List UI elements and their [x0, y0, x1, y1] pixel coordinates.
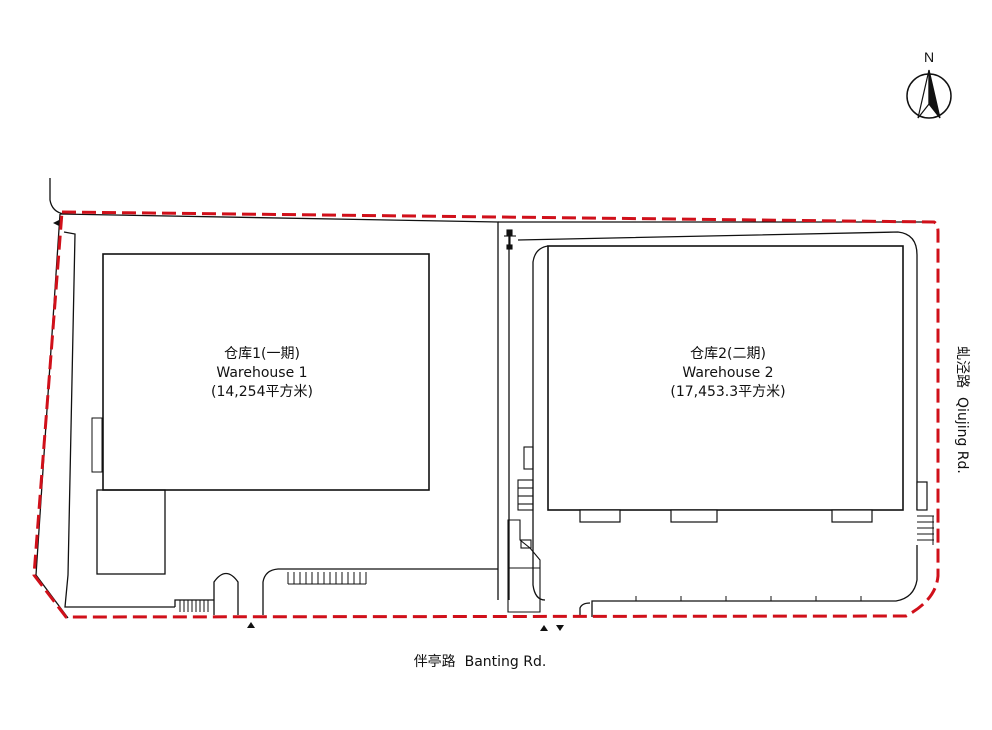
warehouse-1-area: (14,254平方米): [211, 384, 313, 400]
access-road-curve: [49, 178, 65, 215]
warehouse-2-area: (17,453.3平方米): [670, 384, 785, 400]
road-label-south: 伴亭路 Banting Rd.: [414, 653, 547, 670]
warehouse-2-label-en: Warehouse 2: [682, 365, 773, 381]
warehouse-2-label-cn: 仓库2(二期): [690, 346, 766, 362]
north-arrow-icon: N: [906, 49, 952, 119]
warehouse-1-label-cn: 仓库1(一期): [224, 346, 300, 362]
warehouse-2-docks: [579, 481, 928, 523]
gate-icon: [504, 229, 516, 250]
road-label-east: 虬泾路 Qiujing Rd.: [954, 346, 970, 474]
guard-house: [507, 446, 541, 613]
stair-marks-w1: [91, 417, 367, 612]
warehouse-2: [547, 245, 904, 511]
north-label: N: [924, 49, 934, 65]
entrance-markers: [53, 220, 564, 631]
warehouse-1-label-en: Warehouse 1: [216, 365, 307, 381]
warehouse-1: [102, 253, 430, 491]
curb-ticks-east: [635, 596, 862, 601]
site-boundary: [32, 210, 940, 619]
stair-marks-w2: [917, 515, 934, 545]
warehouse-1-annex: [96, 489, 166, 575]
